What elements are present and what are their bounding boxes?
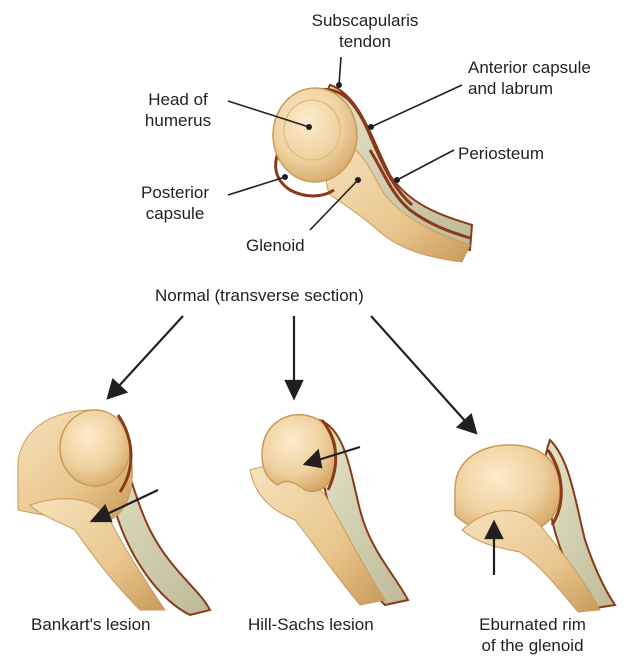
humeral-head	[273, 88, 357, 182]
anterior-capsule-label-line1: Anterior capsule	[468, 57, 591, 78]
anterior-capsule-label-line2: and labrum	[468, 78, 591, 99]
head-of-humerus-label-line2: humerus	[128, 110, 228, 131]
periosteum-label: Periosteum	[458, 143, 544, 164]
bankart-humeral-head	[60, 410, 130, 486]
eburnated-label: Eburnated rim of the glenoid	[460, 614, 605, 656]
head-of-humerus-label: Head of humerus	[128, 89, 228, 131]
normal-shoulder-illustration	[228, 57, 472, 262]
hill-sachs-lesion-illustration	[250, 415, 408, 605]
hill-sachs-label-text: Hill-Sachs lesion	[248, 614, 374, 635]
bankart-label: Bankart's lesion	[31, 614, 150, 635]
normal-caption: Normal (transverse section)	[155, 285, 364, 306]
subscapularis-label-line1: Subscapularis	[300, 10, 430, 31]
head-of-humerus-label-line1: Head of	[128, 89, 228, 110]
subscapularis-label-line2: tendon	[300, 31, 430, 52]
hill-sachs-label: Hill-Sachs lesion	[248, 614, 374, 635]
eburnated-label-line2: of the glenoid	[460, 635, 605, 656]
subscapularis-label: Subscapularis tendon	[300, 10, 430, 52]
glenoid-label-line1: Glenoid	[246, 235, 305, 256]
eburnated-label-line1: Eburnated rim	[460, 614, 605, 635]
glenoid-label: Glenoid	[246, 235, 305, 256]
periosteum-label-line1: Periosteum	[458, 143, 544, 164]
eburnated-rim-illustration	[455, 440, 615, 612]
posterior-capsule-label-line2: capsule	[120, 203, 230, 224]
bankart-lesion-illustration	[18, 410, 210, 615]
anterior-capsule-label: Anterior capsule and labrum	[468, 57, 591, 99]
normal-caption-text: Normal (transverse section)	[155, 285, 364, 306]
posterior-capsule-label: Posterior capsule	[120, 182, 230, 224]
bankart-label-text: Bankart's lesion	[31, 614, 150, 635]
posterior-capsule-label-line1: Posterior	[120, 182, 230, 203]
